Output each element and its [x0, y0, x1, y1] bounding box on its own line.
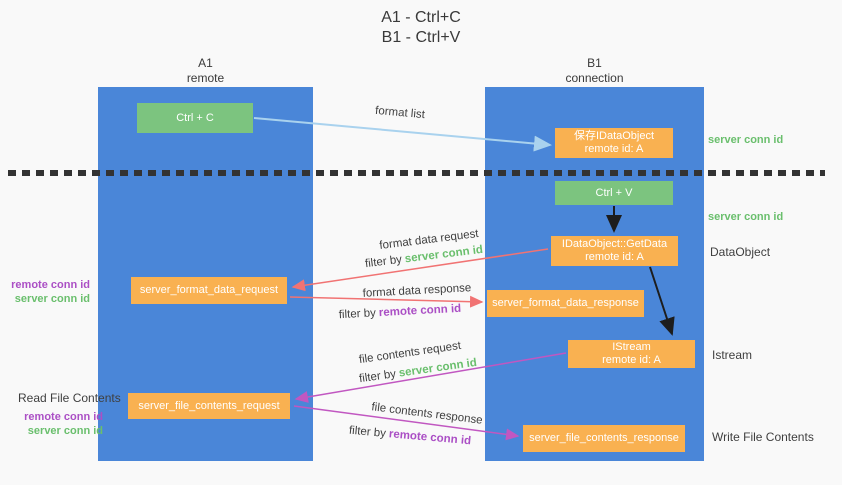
- format-list-flow-label: format list: [374, 104, 426, 122]
- server-file-contents-request-box: server_file_contents_request: [128, 393, 290, 419]
- filter-by-text: filter by: [358, 368, 397, 386]
- save-idataobject-title: 保存IDataObject: [573, 130, 655, 142]
- file-contents-response-flow-label: file contents response: [370, 401, 484, 427]
- ctrl-v-box: Ctrl + V: [555, 181, 673, 205]
- server-format-data-response-label: server_format_data_response: [492, 297, 639, 309]
- diagram-title: A1 - Ctrl+C B1 - Ctrl+V: [0, 8, 842, 48]
- ctrl-v-label: Ctrl + V: [595, 187, 633, 199]
- write-file-contents-label: Write File Contents: [712, 430, 814, 444]
- getdata-remote-id: remote id: A: [585, 251, 644, 263]
- file-server-conn-id-label: server conn id: [27, 425, 103, 437]
- column-b1-name: connection: [565, 71, 624, 85]
- format-remote-conn-id-label: remote conn id: [11, 279, 90, 291]
- filter-by-text: filter by: [348, 424, 387, 440]
- istream-remote-id: remote id: A: [602, 354, 661, 366]
- title-line-ctrl-v: B1 - Ctrl+V: [381, 29, 461, 46]
- column-a1-name: remote: [186, 71, 225, 85]
- column-header-a1-remote: A1 remote: [98, 56, 313, 86]
- save-idataobject-remote-id: remote id: A: [584, 143, 644, 155]
- ctrl-c-box: Ctrl + C: [137, 103, 253, 133]
- read-file-contents-label: Read File Contents: [18, 391, 121, 405]
- getdata-title: IDataObject::GetData: [561, 238, 668, 250]
- server-file-contents-response-box: server_file_contents_response: [523, 425, 685, 452]
- title-line-ctrl-c: A1 - Ctrl+C: [381, 9, 461, 26]
- column-b1-id: B1: [587, 56, 602, 70]
- copy-paste-phase-divider: [8, 170, 825, 176]
- format-data-response-flow-label: format data response: [362, 282, 472, 300]
- istream-box: IStream remote id: A: [568, 340, 695, 368]
- server-format-data-request-box: server_format_data_request: [131, 277, 287, 304]
- format-server-conn-id-label: server conn id: [14, 293, 90, 305]
- filter-by-text: filter by: [364, 253, 403, 271]
- save-idataobject-box: 保存IDataObject remote id: A: [555, 128, 673, 158]
- server-file-contents-request-label: server_file_contents_request: [138, 400, 280, 412]
- server-conn-id-label-top: server conn id: [708, 134, 784, 146]
- column-a1-id: A1: [198, 56, 213, 70]
- dataobject-label: DataObject: [710, 245, 771, 259]
- format-request-conn-ids: remote conn id server conn id: [8, 278, 90, 306]
- idataobject-getdata-box: IDataObject::GetData remote id: A: [551, 236, 678, 266]
- server-format-data-request-label: server_format_data_request: [139, 284, 279, 296]
- server-conn-id-label-mid: server conn id: [708, 211, 784, 223]
- file-request-conn-ids: remote conn id server conn id: [18, 410, 103, 438]
- filter-by-text: filter by: [338, 307, 377, 322]
- server-file-contents-response-label: server_file_contents_response: [529, 432, 679, 444]
- server-conn-id-key: server conn id: [398, 356, 478, 380]
- server-format-data-response-box: server_format_data_response: [487, 290, 644, 317]
- ctrl-c-label: Ctrl + C: [176, 112, 214, 124]
- file-remote-conn-id-label: remote conn id: [24, 411, 103, 423]
- istream-title: IStream: [612, 341, 651, 353]
- remote-conn-id-key: remote conn id: [378, 302, 462, 320]
- remote-conn-id-key: remote conn id: [388, 428, 472, 448]
- column-header-b1-connection: B1 connection: [485, 56, 704, 86]
- istream-side-label: Istream: [712, 348, 753, 362]
